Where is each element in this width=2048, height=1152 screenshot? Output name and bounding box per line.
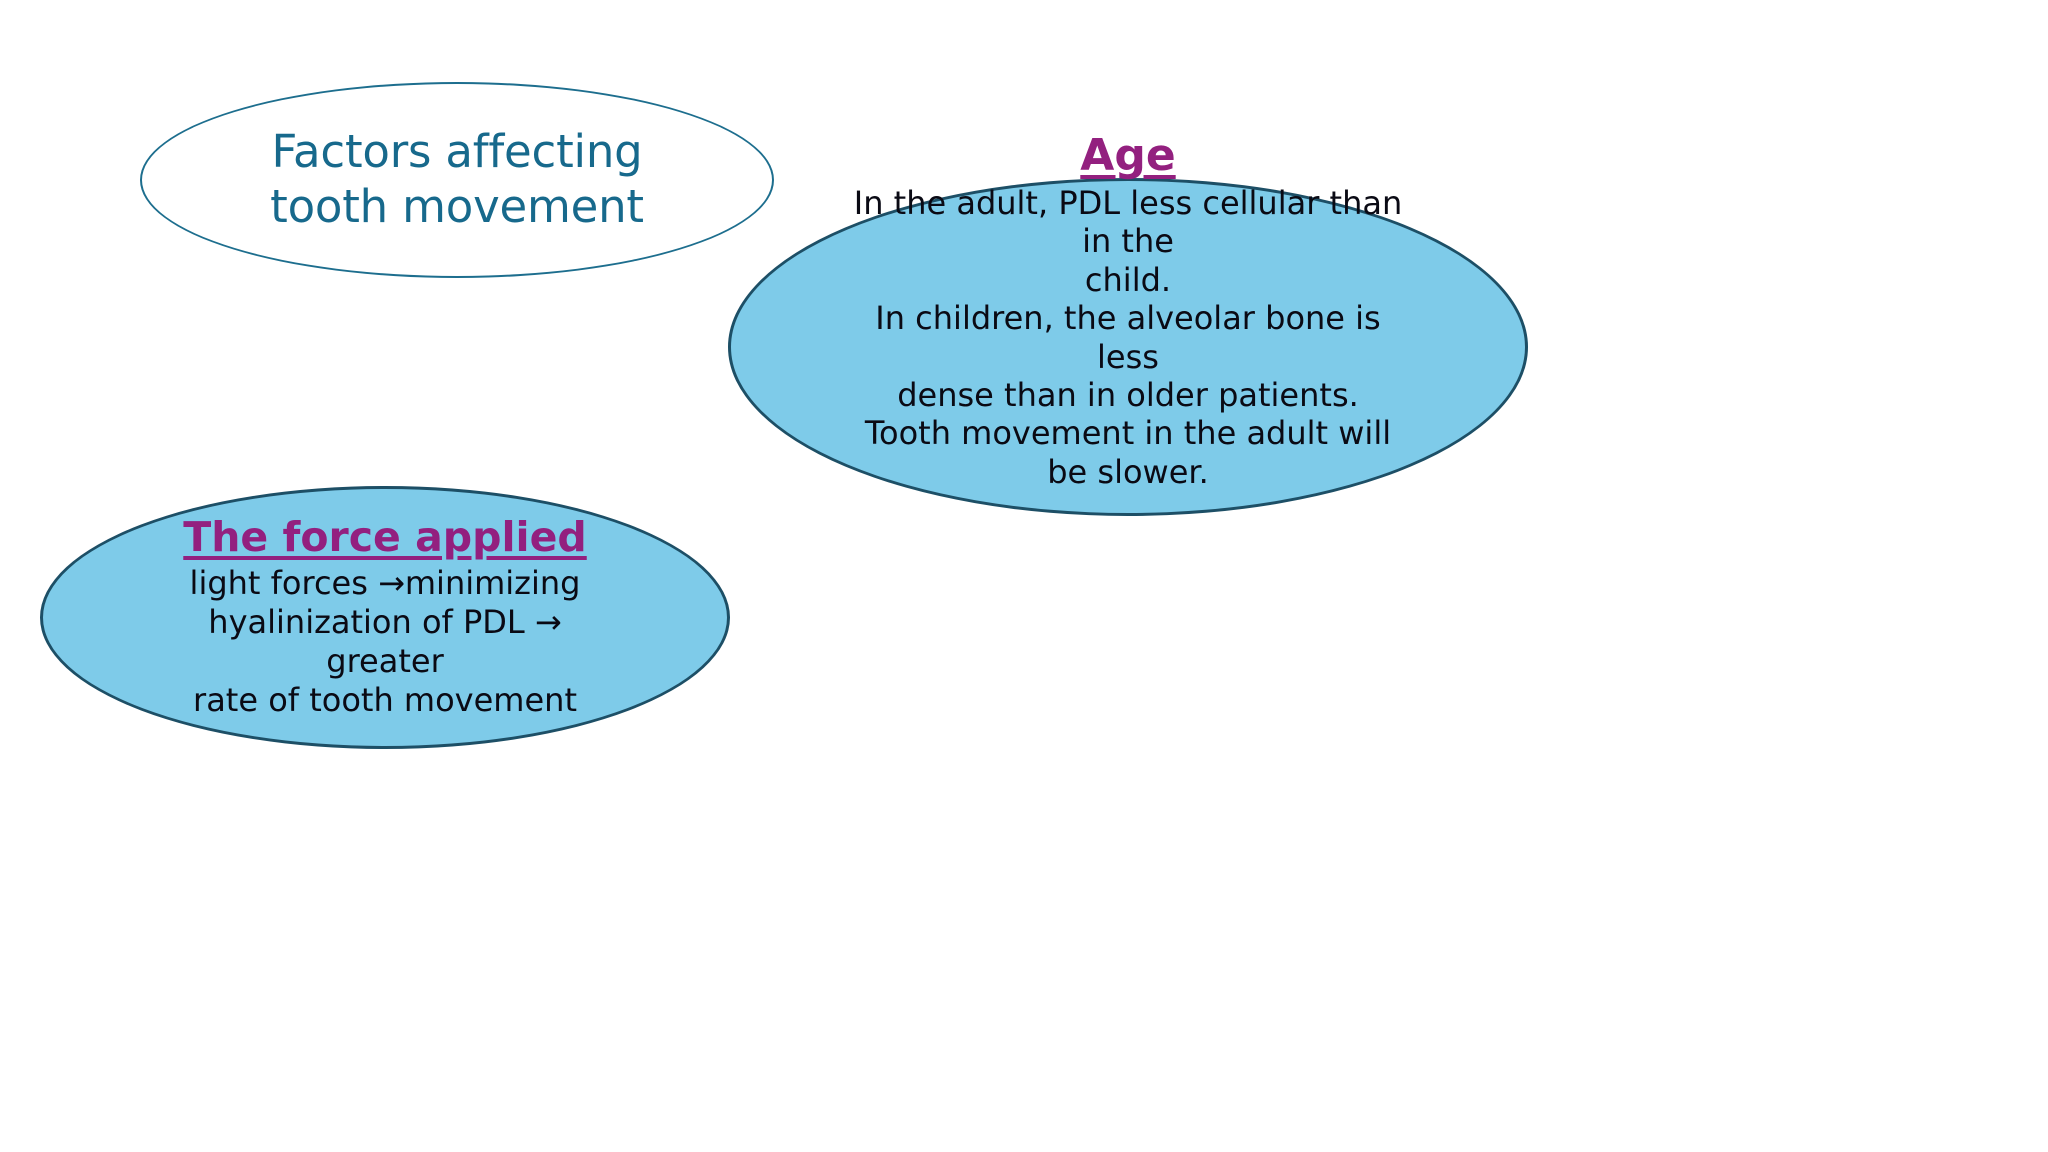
- node-the-force-applied[interactable]: The force applied light forces →minimizi…: [40, 486, 730, 749]
- node-age[interactable]: Age In the adult, PDL less cellular than…: [728, 134, 1528, 516]
- node-force-text: The force applied light forces →minimizi…: [0, 486, 785, 749]
- node-age-line-2: in the: [1082, 222, 1174, 261]
- node-age-text: Age In the adult, PDL less cellular than…: [664, 134, 1592, 516]
- node-force-line-2: hyalinization of PDL →: [208, 603, 562, 642]
- node-force-line-1: light forces →minimizing: [189, 563, 581, 602]
- node-force-heading: The force applied: [183, 512, 587, 561]
- node-force-line-4: rate of tooth movement: [193, 681, 577, 720]
- node-age-line-4: In children, the alveolar bone is: [875, 299, 1381, 338]
- node-title-text: Factors affecting tooth movement: [140, 82, 774, 278]
- node-age-line-6: dense than in older patients.: [897, 375, 1359, 414]
- node-age-line-8: be slower.: [1047, 452, 1209, 491]
- node-age-line-5: less: [1097, 337, 1159, 376]
- node-force-line-3: greater: [326, 642, 444, 681]
- ellipse-outline-shape: [140, 82, 774, 278]
- node-age-line-1: In the adult, PDL less cellular than: [853, 184, 1403, 222]
- node-age-heading: Age: [1080, 130, 1176, 181]
- ellipse-filled-shape: [40, 486, 730, 749]
- title-line-1: Factors affecting: [271, 125, 643, 179]
- node-age-line-3: child.: [1084, 260, 1172, 299]
- ellipse-filled-shape: [728, 178, 1528, 516]
- title-line-2: tooth movement: [270, 180, 644, 233]
- node-factors-affecting-tooth-movement[interactable]: Factors affecting tooth movement: [140, 82, 774, 278]
- node-age-line-7: Tooth movement in the adult will: [864, 414, 1392, 453]
